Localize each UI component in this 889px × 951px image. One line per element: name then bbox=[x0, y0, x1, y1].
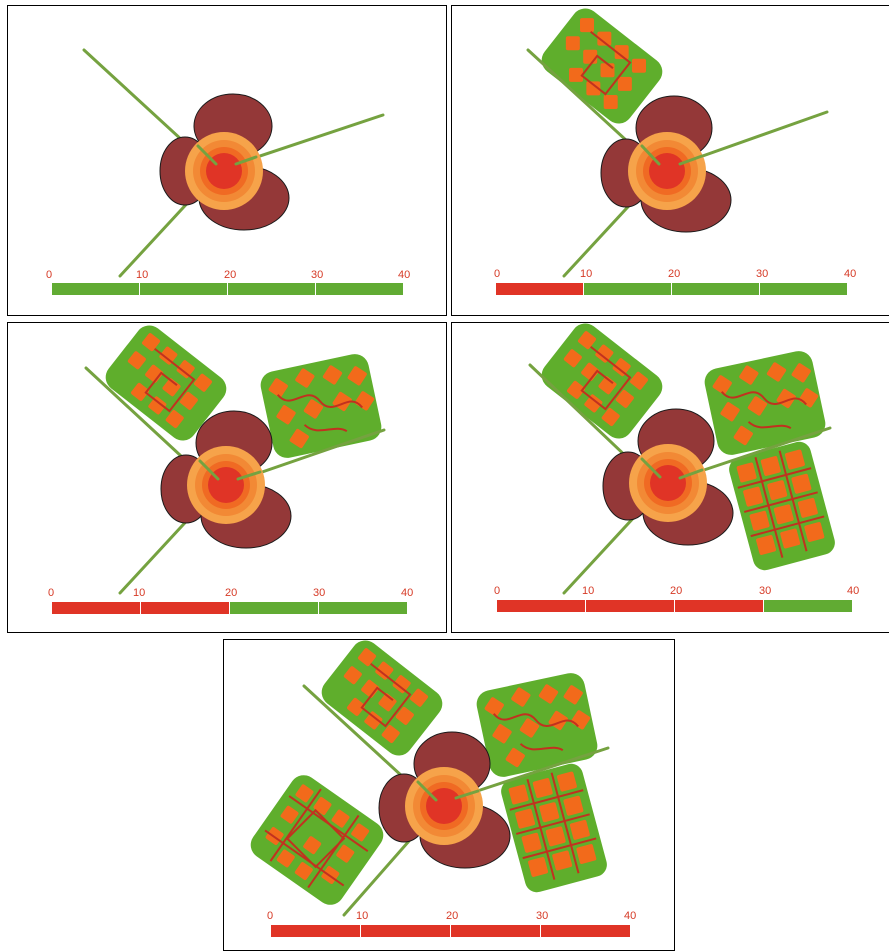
progress-segment bbox=[52, 283, 139, 295]
tick-label-10: 10 bbox=[136, 269, 149, 281]
module-grid bbox=[729, 441, 835, 571]
device-diagram bbox=[528, 323, 835, 595]
progress-bar bbox=[496, 283, 848, 295]
progress-bar bbox=[497, 600, 853, 612]
tick-label-20: 20 bbox=[670, 585, 683, 597]
tick-label-40: 40 bbox=[398, 269, 411, 281]
core bbox=[185, 132, 263, 210]
progress-segment bbox=[316, 283, 403, 295]
tick-label-0: 0 bbox=[267, 910, 274, 922]
progress-segment bbox=[764, 600, 852, 612]
progress-segment bbox=[228, 283, 315, 295]
panel-stage-2: 0 10 20 30 40 bbox=[451, 5, 889, 316]
progress-segment bbox=[271, 925, 360, 937]
tick-label-10: 10 bbox=[133, 587, 146, 599]
panel-stage-1: 0 10 20 30 40 bbox=[7, 5, 447, 316]
progress-segment bbox=[451, 925, 540, 937]
tick-label-20: 20 bbox=[668, 268, 681, 280]
tick-label-30: 30 bbox=[313, 587, 326, 599]
progress-segment bbox=[496, 283, 583, 295]
tick-label-0: 0 bbox=[494, 585, 501, 597]
device-diagram bbox=[84, 325, 386, 595]
progress-bar bbox=[52, 602, 408, 614]
module-top-left bbox=[321, 640, 443, 756]
tick-label-30: 30 bbox=[759, 585, 772, 597]
module-grid bbox=[501, 763, 607, 893]
device-diagram bbox=[250, 640, 610, 917]
panel-stage-3: 0 10 20 30 40 bbox=[7, 322, 447, 633]
progress-segment bbox=[497, 600, 585, 612]
tick-label-0: 0 bbox=[48, 587, 55, 599]
panel-stage-5: 0 10 20 30 40 bbox=[223, 639, 675, 951]
tick-label-30: 30 bbox=[756, 268, 769, 280]
module-top-left bbox=[541, 8, 663, 124]
progress-bar bbox=[52, 283, 404, 295]
progress-segment bbox=[52, 602, 140, 614]
tick-label-10: 10 bbox=[356, 910, 369, 922]
device-diagram bbox=[82, 48, 385, 278]
module-left bbox=[250, 775, 384, 905]
tick-label-10: 10 bbox=[582, 585, 595, 597]
tick-label-0: 0 bbox=[46, 269, 53, 281]
tick-label-10: 10 bbox=[580, 268, 593, 280]
panel-stage-4: 0 10 20 30 40 bbox=[451, 322, 889, 633]
module-right bbox=[260, 354, 382, 458]
progress-segment bbox=[361, 925, 450, 937]
module-top-left bbox=[541, 323, 663, 439]
progress-segment bbox=[586, 600, 674, 612]
progress-segment bbox=[230, 602, 318, 614]
tick-label-40: 40 bbox=[847, 585, 860, 597]
module-right bbox=[476, 673, 598, 777]
progress-segment bbox=[584, 283, 671, 295]
progress-bar bbox=[271, 925, 631, 937]
module-top-left bbox=[105, 325, 227, 441]
tick-label-20: 20 bbox=[224, 269, 237, 281]
antenna-inner bbox=[196, 144, 258, 166]
progress-segment bbox=[541, 925, 630, 937]
progress-segment bbox=[672, 283, 759, 295]
tick-label-40: 40 bbox=[844, 268, 857, 280]
tick-label-20: 20 bbox=[446, 910, 459, 922]
tick-label-30: 30 bbox=[536, 910, 549, 922]
progress-segment bbox=[319, 602, 407, 614]
tick-label-40: 40 bbox=[624, 910, 637, 922]
module-right bbox=[704, 351, 826, 455]
progress-segment bbox=[675, 600, 763, 612]
progress-segment bbox=[140, 283, 227, 295]
core bbox=[628, 132, 706, 210]
device-diagram bbox=[526, 8, 829, 278]
tick-label-0: 0 bbox=[494, 268, 501, 280]
tick-label-30: 30 bbox=[311, 269, 324, 281]
tick-label-20: 20 bbox=[225, 587, 238, 599]
progress-segment bbox=[141, 602, 229, 614]
tick-label-40: 40 bbox=[401, 587, 414, 599]
progress-segment bbox=[760, 283, 847, 295]
